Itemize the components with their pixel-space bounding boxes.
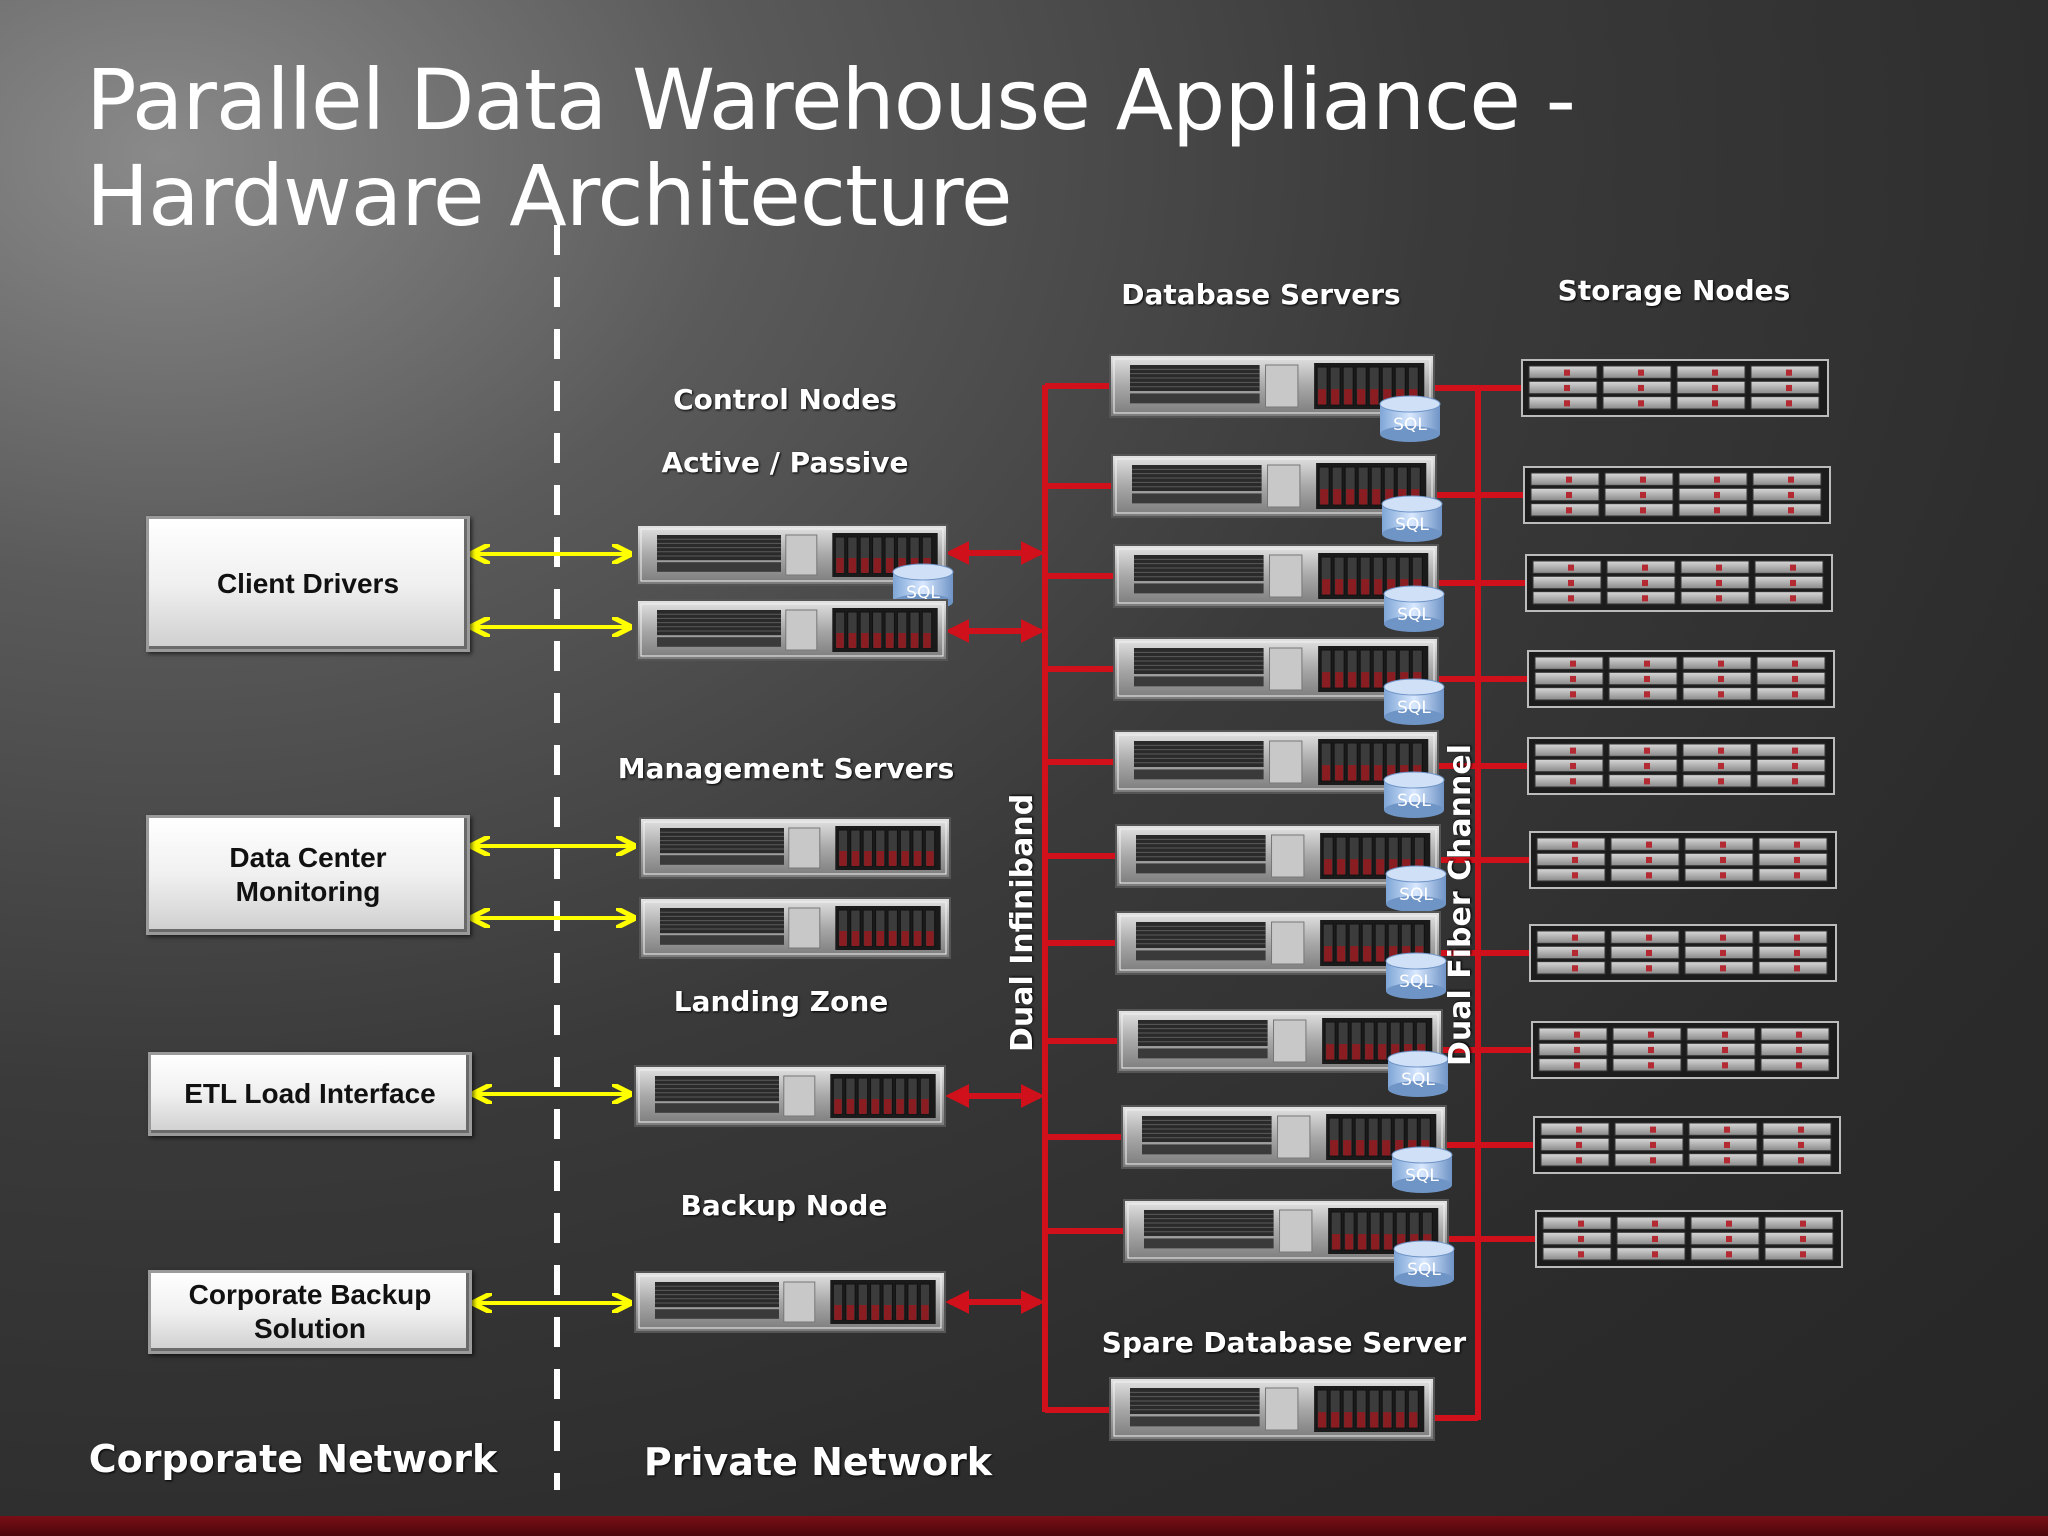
sql-badge-text: SQL [1397,791,1431,811]
control-nodes-label: Control Nodes [673,383,897,416]
sql-database-icon: SQL [1379,395,1441,442]
database-server: SQL [1109,354,1441,442]
database-server: SQL [1123,1199,1455,1287]
database-server: SQL [1113,637,1445,725]
storage-node [1533,1116,1841,1174]
spare-database-server [1109,1377,1435,1441]
control-node-passive [636,599,948,661]
sql-database-icon: SQL [1381,495,1443,542]
database-server: SQL [1113,730,1445,818]
bottom-accent-band [0,1516,2048,1536]
database-servers-label: Database Servers [1121,278,1401,311]
sql-database-icon: SQL [1387,1050,1449,1097]
sql-badge-text: SQL [1393,415,1427,435]
sql-database-icon: SQL [1385,952,1447,999]
spare-database-server-label: Spare Database Server [1101,1326,1467,1359]
landing-zone-server [634,1065,946,1127]
database-server: SQL [1115,911,1447,999]
dual-fiber-channel-label: Dual Fiber Channel [1443,743,1478,1066]
page-title: Parallel Data Warehouse Appliance - Hard… [86,51,1576,245]
storage-node [1525,554,1833,612]
data-center-monitoring-box: Data Center Monitoring [146,815,470,935]
database-server: SQL [1121,1105,1453,1193]
corporate-network-label: Corporate Network [88,1437,498,1481]
sql-database-icon: SQL [1383,678,1445,725]
storage-node [1535,1210,1843,1268]
storage-node [1529,831,1837,889]
sql-database-icon: SQL [1391,1146,1453,1193]
storage-node [1527,650,1835,708]
database-server: SQL [1113,544,1445,632]
sql-database-icon: SQL [1383,585,1445,632]
backup-node-server [634,1271,946,1333]
sql-badge-text: SQL [1397,605,1431,625]
backup-node-label: Backup Node [680,1189,888,1222]
sql-badge-text: SQL [1405,1166,1439,1186]
storage-node [1523,466,1831,524]
sql-badge-text: SQL [1407,1260,1441,1280]
storage-node [1527,737,1835,795]
management-server [639,897,951,959]
sql-badge-text: SQL [1399,885,1433,905]
sql-badge-text: SQL [1399,972,1433,992]
sql-badge-text: SQL [1395,515,1429,535]
sql-database-icon: SQL [1385,865,1447,912]
database-server: SQL [1111,454,1443,542]
storage-node [1529,924,1837,982]
storage-node [1521,359,1829,417]
dual-infiniband-label: Dual Infiniband [1005,793,1040,1052]
control-node-active: SQL [636,524,954,610]
corporate-backup-solution-box: Corporate Backup Solution [148,1270,472,1354]
sql-badge-text: SQL [1401,1070,1435,1090]
sql-database-icon: SQL [1383,771,1445,818]
storage-node [1531,1021,1839,1079]
etl-load-interface-box: ETL Load Interface [148,1052,472,1136]
active-passive-label: Active / Passive [661,446,909,479]
sql-database-icon: SQL [1393,1240,1455,1287]
client-drivers-box: Client Drivers [146,516,470,652]
private-network-label: Private Network [643,1440,993,1484]
storage-nodes-label: Storage Nodes [1557,274,1791,307]
management-server [639,817,951,879]
sql-badge-text: SQL [1397,698,1431,718]
management-servers-label: Management Servers [617,752,955,785]
sql-badge-text: SQL [906,583,940,603]
database-server: SQL [1115,824,1447,912]
database-server: SQL [1117,1009,1449,1097]
landing-zone-label: Landing Zone [673,985,889,1018]
